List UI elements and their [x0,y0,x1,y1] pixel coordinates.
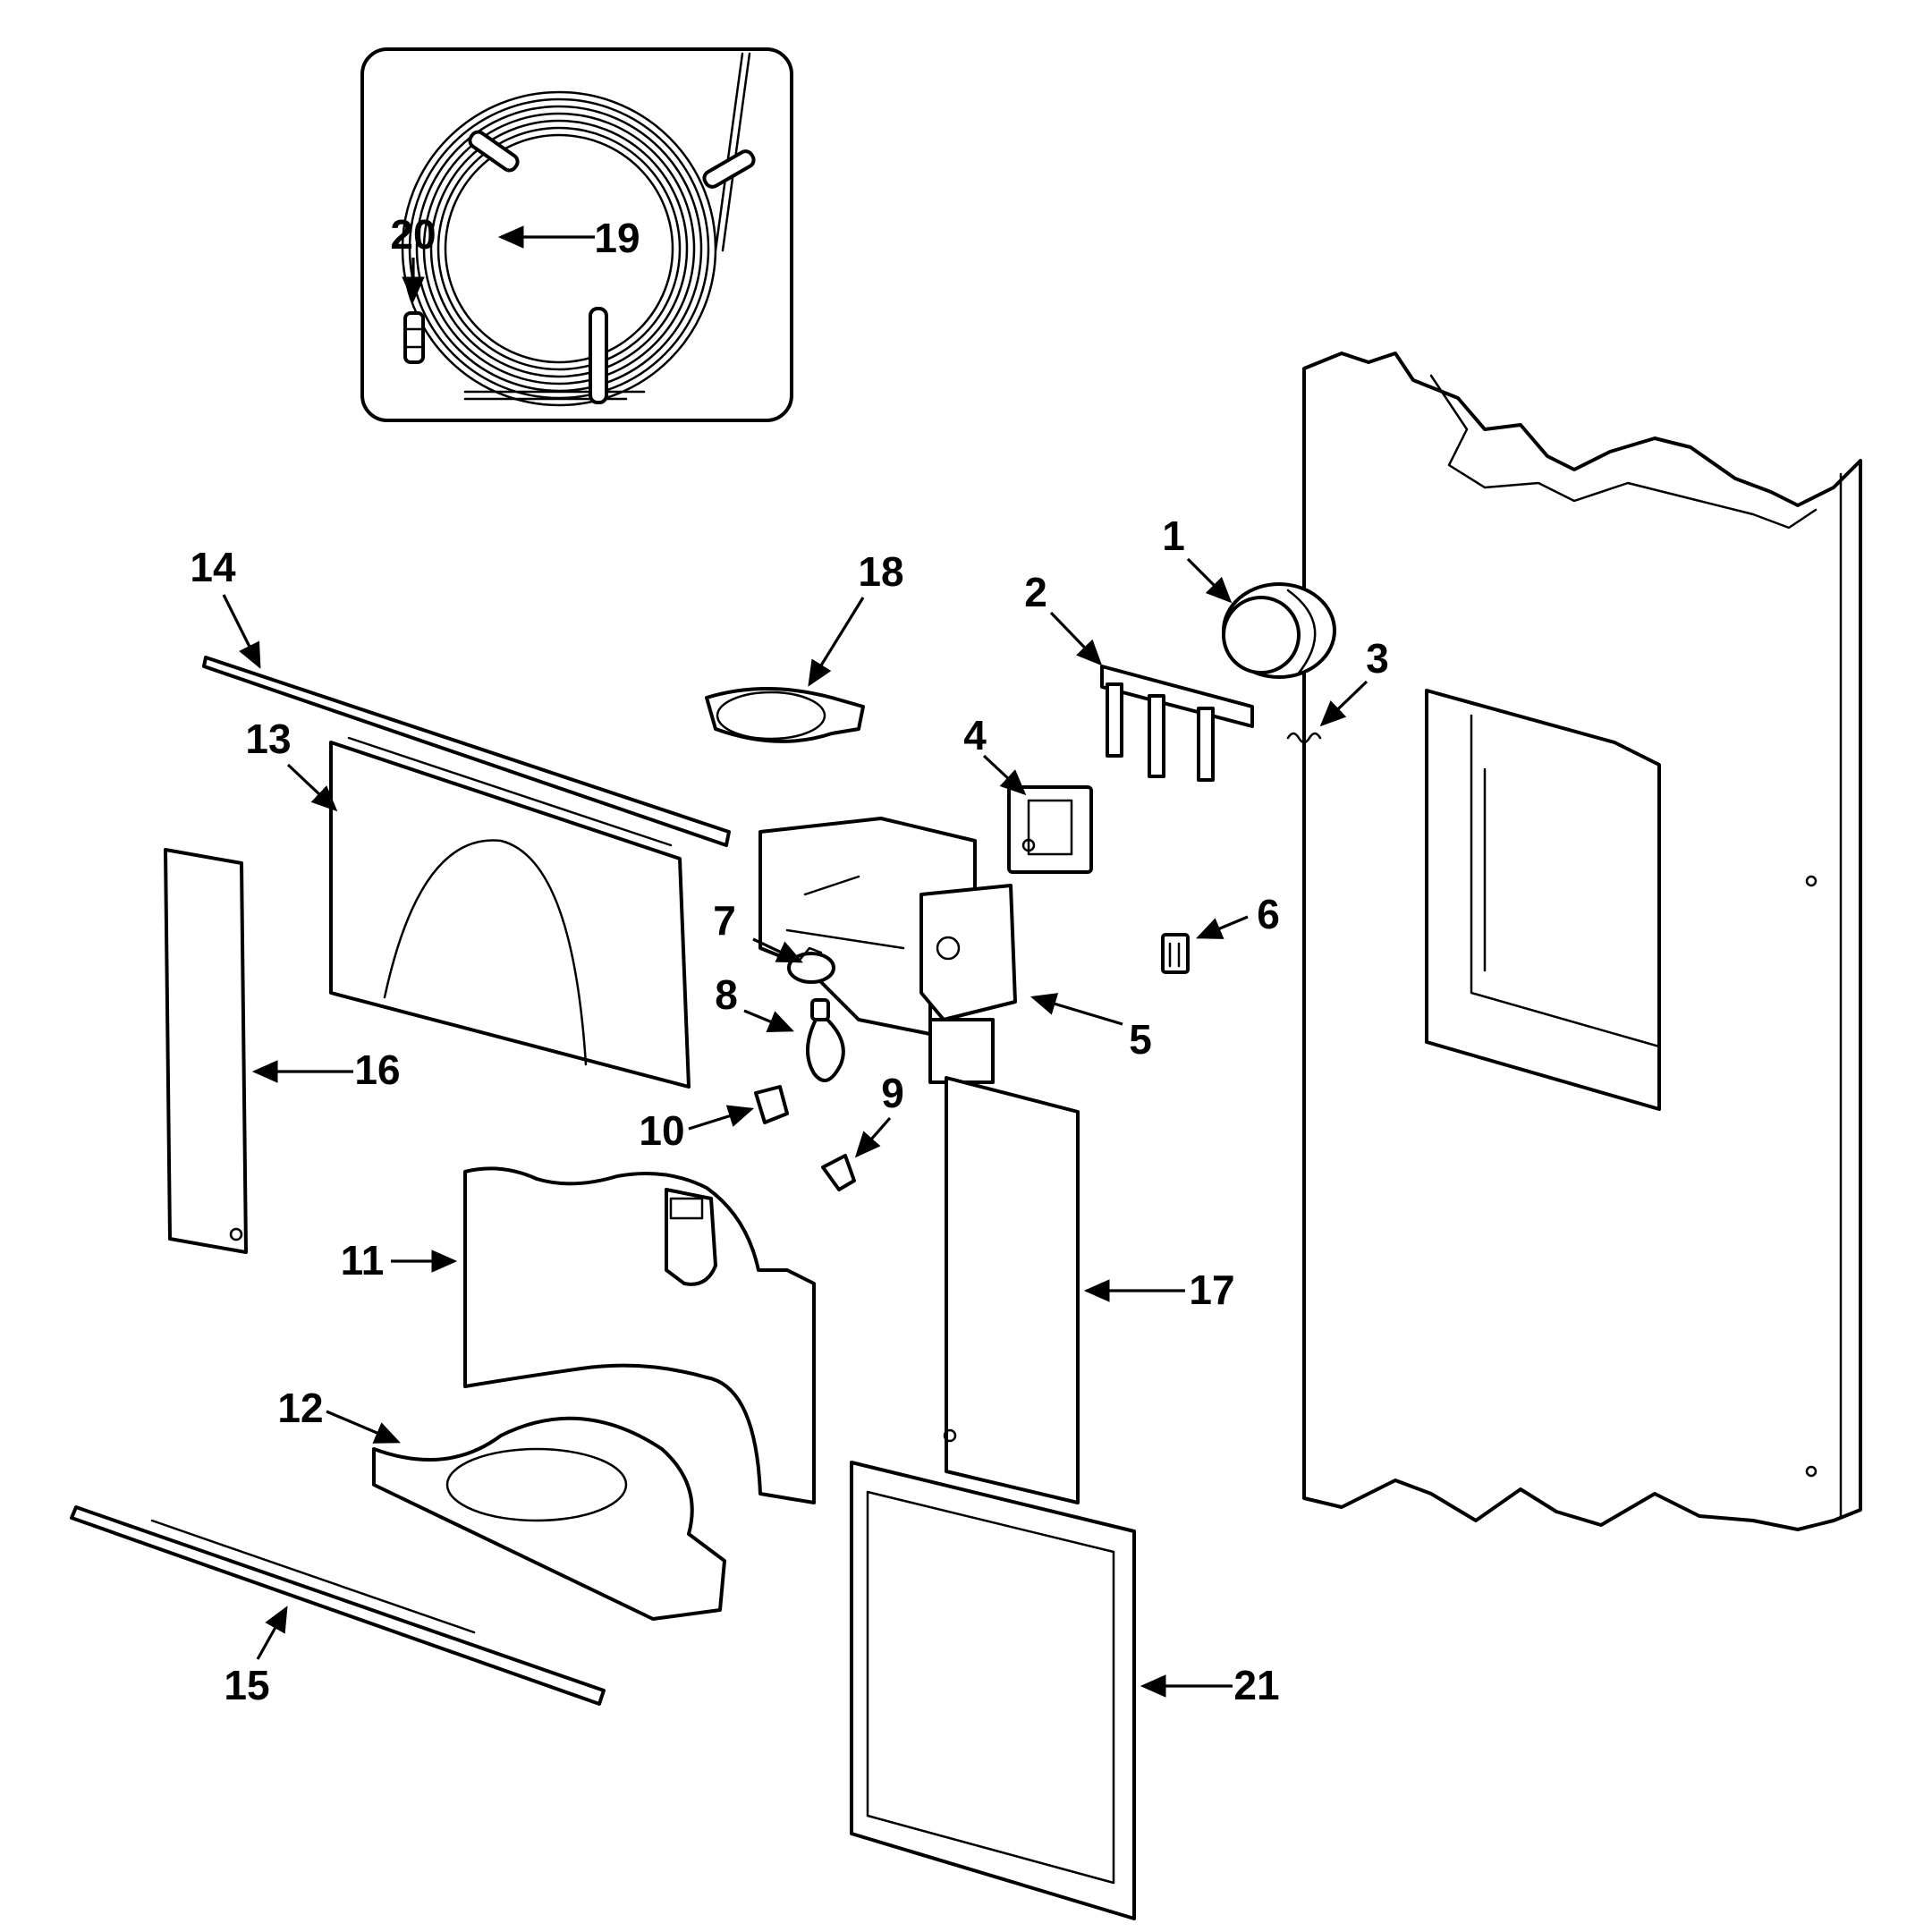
bezel-ring [705,687,865,743]
callout-10: 10 [639,1107,684,1154]
coil-clip-left [468,130,520,173]
callout-4: 4 [963,712,987,758]
callout-16: 16 [354,1046,400,1093]
callout-3: 3 [1366,635,1389,682]
dispenser-recess [1425,689,1661,1111]
light-housing [1222,582,1336,679]
callout-7: 7 [713,897,736,944]
dispenser-clip [821,1154,856,1191]
callout-11: 11 [341,1237,385,1284]
leader-13 [286,763,338,812]
leader-7 [752,937,803,963]
spring [1286,732,1322,744]
leader-14 [222,594,261,669]
callout-13: 13 [245,716,291,762]
leader-3 [1319,680,1368,727]
lamp-holder [754,1085,789,1124]
callout-20: 20 [390,211,436,258]
tubing-inset: 20 19 [360,47,793,422]
actuator-bracket [1100,665,1254,782]
dispenser-housing [758,817,1017,1084]
leader-4 [982,754,1027,796]
solenoid [1007,785,1093,874]
callout-17: 17 [1189,1267,1234,1313]
leader-5 [1030,993,1123,1026]
callout-15: 15 [224,1662,269,1708]
leader-15 [256,1606,288,1660]
coil-clip-right [702,149,756,189]
callout-14: 14 [190,544,236,590]
switch [1161,933,1190,974]
callout-9: 9 [881,1070,904,1116]
leader-1 [1186,557,1233,604]
tube-connector [403,311,425,364]
light-bulb [805,998,845,1082]
leader-8 [743,1009,794,1033]
bottom-trim-strip [70,1505,606,1706]
door-panel [1302,352,1862,1531]
callout-18: 18 [858,548,903,595]
leader-9 [854,1116,892,1158]
coil-clip-bottom [589,307,608,404]
right-side-panel [943,1076,1080,1504]
callout-1: 1 [1162,513,1185,559]
callout-19: 19 [594,215,640,261]
leader-18 [808,597,865,687]
top-trim-strip [202,656,731,847]
upper-cover [329,736,691,1089]
drip-tray [372,1416,726,1621]
callout-12: 12 [277,1385,323,1431]
leader-12 [326,1410,401,1444]
callout-21: 21 [1233,1662,1279,1708]
leader-6 [1196,915,1249,939]
callout-5: 5 [1129,1016,1152,1063]
left-side-panel [164,848,248,1254]
callout-2: 2 [1024,569,1047,615]
water-tubing-coil [401,52,756,407]
callout-6: 6 [1257,891,1280,937]
recess-frame [850,1461,1136,1920]
callout-8: 8 [715,971,738,1018]
lamp-socket [787,946,835,984]
leader-10 [688,1105,755,1131]
leader-2 [1049,611,1103,666]
front-panel [463,1166,816,1504]
